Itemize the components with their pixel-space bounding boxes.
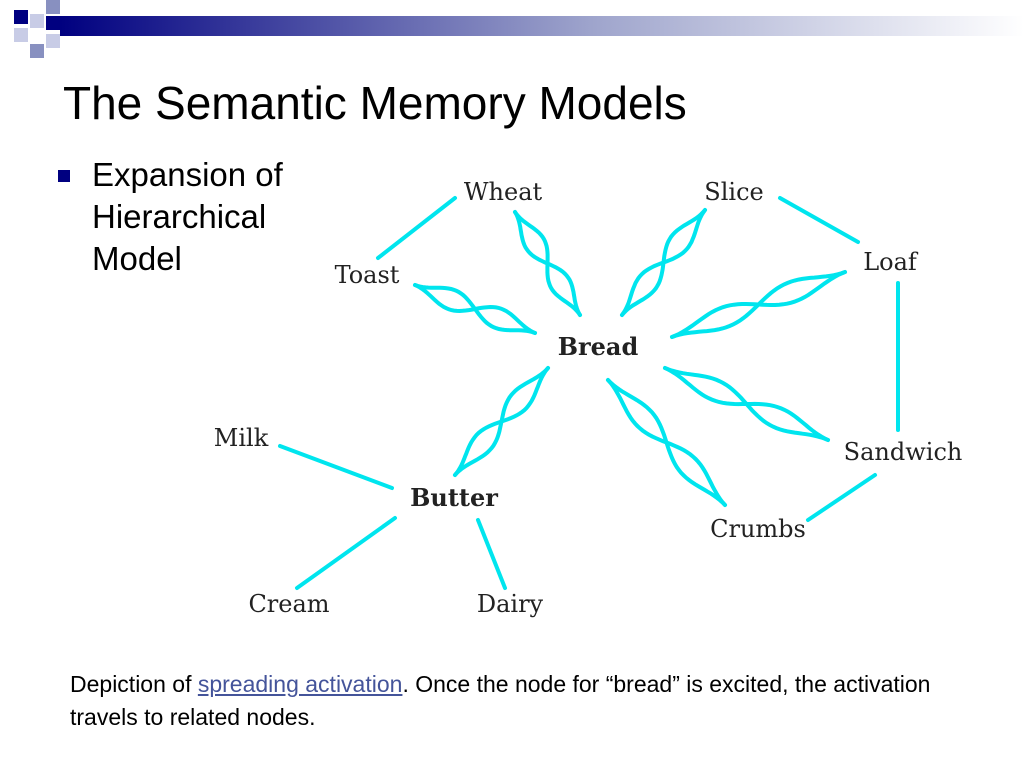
header-square — [46, 16, 60, 30]
node-milk: Milk — [214, 424, 269, 452]
node-butter: Butter — [410, 483, 498, 512]
node-wheat: Wheat — [464, 178, 543, 206]
link-edge-butter-dairy — [476, 518, 507, 590]
node-slice: Slice — [704, 178, 763, 206]
activation-edge-bread-crumbs — [606, 378, 727, 507]
activation-edge-bread-butter — [453, 366, 550, 477]
activation-edge-bread-loaf — [670, 270, 847, 339]
node-bread: Bread — [558, 332, 639, 361]
activation-edge-bread-toast — [413, 283, 537, 335]
spreading-activation-link[interactable]: spreading activation — [197, 671, 403, 697]
bullet-line: Expansion of — [92, 156, 283, 193]
node-crumbs: Crumbs — [710, 515, 806, 543]
link-edge-sandwich-crumbs — [806, 473, 877, 522]
caption: Depiction of spreading activation. Once … — [70, 668, 1000, 734]
bullet-marker — [58, 170, 70, 182]
node-loaf: Loaf — [863, 248, 919, 276]
header-square — [46, 0, 60, 14]
slide-title: The Semantic Memory Models — [63, 77, 687, 129]
node-cream: Cream — [248, 590, 329, 618]
header-decoration — [14, 0, 1024, 58]
header-square — [46, 34, 60, 48]
edges-layer — [278, 196, 900, 590]
activation-edge-bread-wheat — [513, 210, 582, 317]
header-square — [14, 10, 28, 24]
link-edge-butter-cream — [295, 516, 397, 590]
header-square — [30, 14, 44, 28]
node-sandwich: Sandwich — [844, 438, 963, 466]
node-dairy: Dairy — [477, 590, 544, 618]
bullet-line: Model — [92, 240, 182, 277]
link-edge-slice-loaf — [778, 196, 860, 244]
bullet-text: Expansion of Hierarchical Model — [92, 154, 342, 280]
caption-text-end: . Once the node for “bread” is excited, … — [70, 671, 931, 730]
header-gradient-bar — [60, 16, 1024, 36]
node-toast: Toast — [335, 261, 400, 289]
header-square — [30, 44, 44, 58]
activation-edge-bread-slice — [620, 208, 707, 317]
link-edge-wheat-toast — [376, 196, 457, 260]
bullet-line: Hierarchical — [92, 198, 267, 235]
caption-text-start: Depiction of — [70, 671, 198, 697]
activation-edge-bread-sandwich — [663, 366, 830, 442]
link-edge-butter-milk — [278, 444, 394, 490]
nodes-layer: Wheat Slice Toast Loaf Bread Milk Butter… — [214, 178, 963, 618]
header-square — [14, 28, 28, 42]
